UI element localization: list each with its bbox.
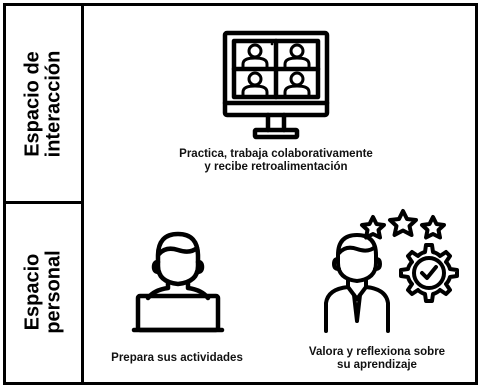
diagram-frame: Espacio de interacción Espacio personal <box>3 3 478 385</box>
caption-interaction: Practica, trabaja colaborativamente y re… <box>161 148 391 174</box>
caption-interaction-line2: y recibe retroalimentación <box>204 161 348 173</box>
person-with-stars-and-gear-check-icon <box>324 209 459 333</box>
caption-interaction-line1: Practica, trabaja colaborativamente <box>179 148 373 160</box>
caption-reflect-line1: Valora y reflexiona sobre <box>308 346 446 358</box>
caption-prepare: Prepara sus actividades <box>102 352 252 365</box>
video-conference-monitor-icon <box>222 30 330 140</box>
caption-reflect: Valora y reflexiona sobre su aprendizaje <box>302 346 452 372</box>
section-label-personal: Espacio personal <box>6 201 81 382</box>
section-label-personal-line1: Espacio <box>21 253 44 330</box>
section-label-personal-line2: personal <box>42 249 65 334</box>
section-divider <box>6 201 84 204</box>
section-label-interaction-line2: interacción <box>42 50 65 157</box>
caption-reflect-line2: su aprendizaje <box>337 359 417 371</box>
caption-prepare-text: Prepara sus actividades <box>111 352 243 364</box>
section-label-interaction-line1: Espacio de <box>21 50 44 157</box>
section-label-column: Espacio de interacción Espacio personal <box>6 6 84 382</box>
section-label-interaction: Espacio de interacción <box>6 6 81 201</box>
person-at-laptop-icon <box>131 231 225 333</box>
